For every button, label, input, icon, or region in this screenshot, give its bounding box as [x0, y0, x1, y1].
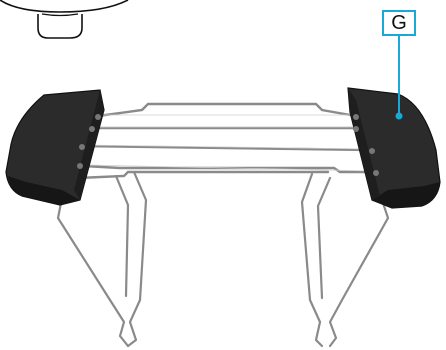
callout-leader: [395, 36, 403, 120]
lid-knob-icon: [0, 0, 129, 39]
handle-icon: [347, 87, 441, 209]
callout-label-g: G: [382, 10, 416, 36]
rack-legs: [56, 170, 390, 348]
left-handle: [5, 89, 105, 206]
rack-rods: [76, 102, 378, 180]
